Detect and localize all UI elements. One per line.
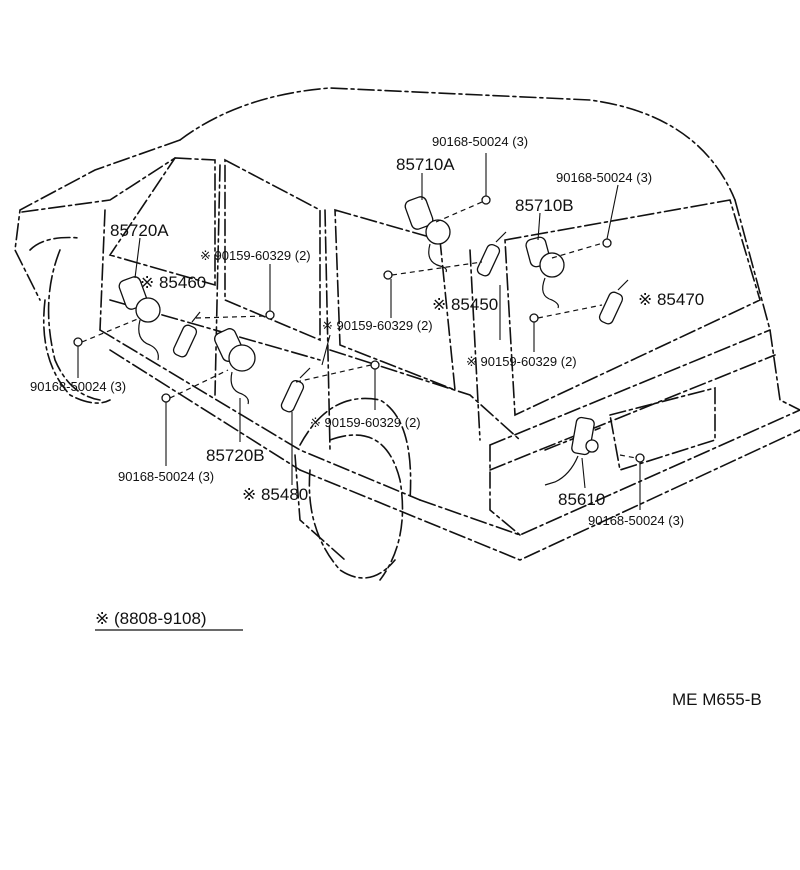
label-85720A: 85720A — [110, 221, 169, 240]
vehicle-body-outline — [14, 87, 800, 581]
label-85710A: 85710A — [396, 155, 455, 174]
label-screw-left: 90168-50024 (3) — [30, 379, 126, 394]
leader-lines — [77, 153, 641, 510]
part-85720B-motor — [214, 328, 256, 405]
label-85450: ※ 85450 — [432, 295, 498, 314]
part-85720A-motor — [118, 276, 161, 361]
label-85480: ※ 85480 — [242, 485, 308, 504]
label-85460: ※ 85460 — [140, 273, 206, 292]
part-85710B-motor — [525, 236, 565, 309]
label-85610: 85610 — [558, 490, 605, 509]
label-screw-top-center: 90168-50024 (3) — [432, 134, 528, 149]
label-screw-bottom-left: 90168-50024 (3) — [118, 469, 214, 484]
part-85470-actuator — [598, 279, 629, 325]
label-bolt-center: ※ 90159-60329 (2) — [466, 354, 577, 369]
part-85710A-motor — [404, 196, 451, 273]
label-85470: ※ 85470 — [638, 290, 704, 309]
drawing-code: ME M655-B — [672, 690, 762, 709]
label-bolt-mid-left: ※ 90159-60329 (2) — [322, 318, 433, 333]
part-85610-actuator — [544, 416, 599, 486]
label-85710B: 85710B — [515, 196, 574, 215]
production-period-note: ※ (8808-9108) — [95, 609, 207, 628]
label-bolt-upper-left: ※ 90159-60329 (2) — [200, 248, 311, 263]
label-screw-rear: 90168-50024 (3) — [588, 513, 684, 528]
label-bolt-lower: ※ 90159-60329 (2) — [310, 415, 421, 430]
label-85720B: 85720B — [206, 446, 265, 465]
part-85460-actuator — [172, 311, 201, 358]
part-85450-actuator — [476, 231, 507, 277]
label-screw-top-right: 90168-50024 (3) — [556, 170, 652, 185]
part-85480-actuator — [280, 367, 311, 413]
